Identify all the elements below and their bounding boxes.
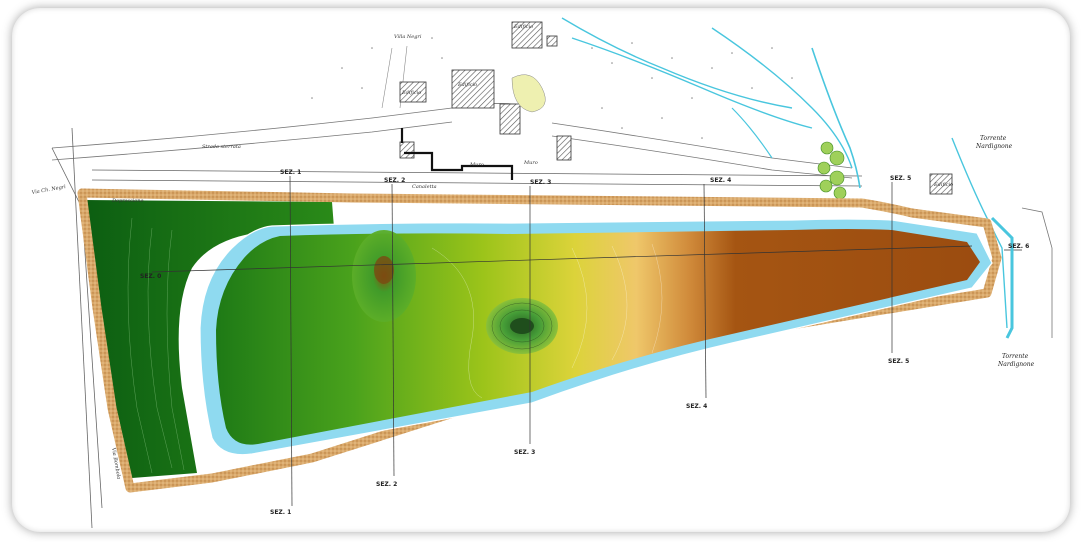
torrente-bottom-1: Torrente bbox=[1002, 353, 1029, 360]
canaletta-label: Canaletta bbox=[412, 184, 437, 190]
map-frame: SEZ. 1 SEZ. 2 SEZ. 3 SEZ. 4 SEZ. 5 SEZ. … bbox=[12, 8, 1070, 532]
topographic-map: SEZ. 1 SEZ. 2 SEZ. 3 SEZ. 4 SEZ. 5 SEZ. … bbox=[31, 17, 1053, 529]
sez3-bottom: SEZ. 3 bbox=[514, 449, 535, 456]
sez1-bottom: SEZ. 1 bbox=[270, 509, 291, 516]
section-lines bbox=[151, 175, 1022, 507]
torrente-bottom-2: Nardignone bbox=[997, 361, 1035, 368]
dark-green-zone bbox=[84, 200, 334, 478]
sez4-top: SEZ. 4 bbox=[710, 177, 731, 184]
sez4-bottom: SEZ. 4 bbox=[686, 403, 707, 410]
upper-area bbox=[51, 17, 1008, 529]
sez1-top: SEZ. 1 bbox=[280, 169, 301, 176]
sez5-top: SEZ. 5 bbox=[890, 175, 911, 182]
sez6-top: SEZ. 6 bbox=[1008, 243, 1029, 250]
edificio-label-1: Edificio bbox=[457, 82, 477, 88]
depressione-label: Depressione bbox=[111, 198, 143, 204]
edificio-label-2: Edificio bbox=[401, 90, 421, 96]
strada-label: Strada sterrata bbox=[202, 144, 241, 150]
sez3-top: SEZ. 3 bbox=[530, 179, 551, 186]
sez5-bottom: SEZ. 5 bbox=[888, 358, 909, 365]
muro-label-1: Muro bbox=[469, 162, 484, 168]
torrente-top-2: Nardignone bbox=[975, 143, 1013, 150]
villa-label: Villa Negri bbox=[394, 34, 422, 40]
sez2-bottom: SEZ. 2 bbox=[376, 481, 397, 488]
torrente-top-1: Torrente bbox=[980, 135, 1007, 142]
edificio-label-4: Edificio bbox=[933, 182, 953, 188]
sez0-left: SEZ. 0 bbox=[140, 273, 161, 280]
lake-bottom-terrain bbox=[216, 229, 980, 445]
via-left-label: Via Ch. Negri bbox=[31, 184, 66, 196]
muro-label-2: Muro bbox=[523, 160, 538, 166]
edificio-label-3: Edificio bbox=[513, 24, 533, 30]
map-labels: SEZ. 1 SEZ. 2 SEZ. 3 SEZ. 4 SEZ. 5 SEZ. … bbox=[31, 24, 1034, 516]
sez2-top: SEZ. 2 bbox=[384, 177, 405, 184]
via-bottom-label: Via Bombola bbox=[110, 447, 121, 479]
